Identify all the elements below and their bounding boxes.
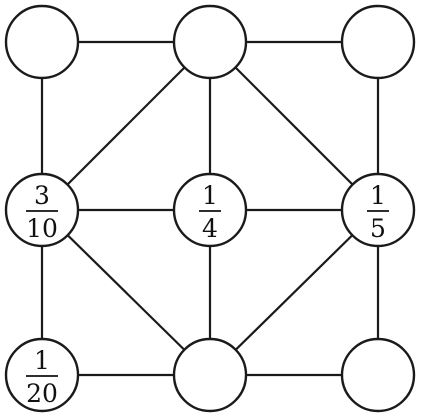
node-circle-middle-left xyxy=(4,172,80,248)
edge-middle-right-bottom-center xyxy=(209,209,379,376)
edge-top-center-middle-right xyxy=(209,41,379,211)
node-top-right xyxy=(340,4,416,80)
node-circle-top-center xyxy=(172,4,248,80)
node-circle-bottom-center xyxy=(172,337,248,413)
denominator-center: 4 xyxy=(202,214,218,243)
node-center: 14 xyxy=(172,172,248,248)
numerator-bottom-left: 1 xyxy=(34,346,50,375)
node-circle-bottom-left xyxy=(4,337,80,413)
edge-top-center-middle-left xyxy=(41,41,211,211)
node-top-left xyxy=(4,4,80,80)
node-bottom-right xyxy=(340,337,416,413)
node-top-center xyxy=(172,4,248,80)
node-circle-bottom-right xyxy=(340,337,416,413)
numerator-middle-right: 1 xyxy=(370,181,386,210)
denominator-middle-left: 10 xyxy=(26,214,58,243)
node-bottom-center xyxy=(172,337,248,413)
node-circle-top-right xyxy=(340,4,416,80)
edge-middle-left-bottom-center xyxy=(41,209,211,376)
node-circle-middle-right xyxy=(340,172,416,248)
numerator-middle-left: 3 xyxy=(34,181,50,210)
numerator-center: 1 xyxy=(202,181,218,210)
denominator-middle-right: 5 xyxy=(370,214,386,243)
node-middle-left: 310 xyxy=(4,172,80,248)
denominator-bottom-left: 20 xyxy=(26,379,58,408)
node-circle-center xyxy=(172,172,248,248)
node-circle-top-left xyxy=(4,4,80,80)
node-middle-right: 15 xyxy=(340,172,416,248)
node-bottom-left: 120 xyxy=(4,337,80,413)
